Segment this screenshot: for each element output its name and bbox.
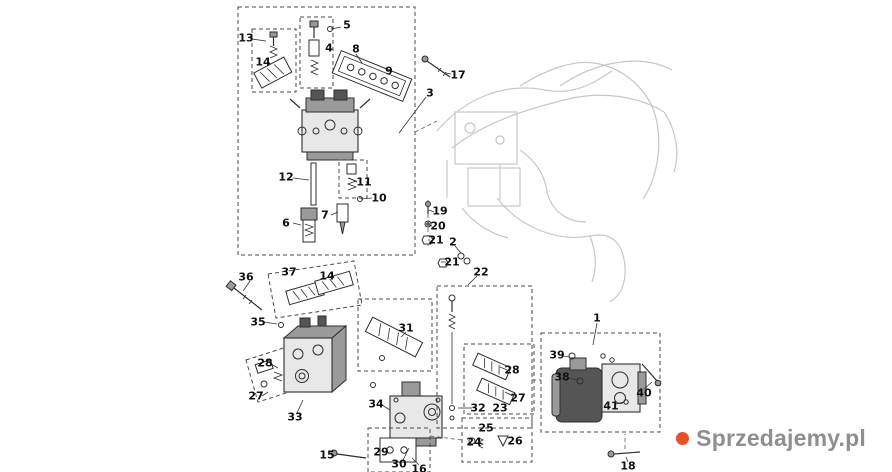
control-valve-kit-group xyxy=(237,6,416,256)
connector-2 xyxy=(457,252,471,265)
seal-plate-37 xyxy=(285,280,325,306)
callout-12: 12 xyxy=(278,170,294,184)
callout-37: 37 xyxy=(281,265,297,279)
seal-plate-14-top xyxy=(253,56,293,89)
seal-plate-27-right xyxy=(476,377,516,406)
watermark: Sprzedajemy.pl xyxy=(676,425,866,452)
stud-assembly-22 xyxy=(448,294,456,421)
callout-20: 20 xyxy=(430,219,446,233)
fasteners-19-20-21 xyxy=(421,200,449,268)
valve-section-kit-group xyxy=(436,285,533,429)
gear-pump xyxy=(601,363,647,413)
callout-27: 27 xyxy=(510,391,526,405)
bolt-36 xyxy=(225,280,263,311)
relief-valve-7 xyxy=(336,203,349,235)
seal-kit-group xyxy=(225,260,363,328)
callout-35: 35 xyxy=(250,315,266,329)
callout-39: 39 xyxy=(549,348,565,362)
fitting-39 xyxy=(568,352,576,360)
callout-4: 4 xyxy=(325,41,333,55)
callout-30: 30 xyxy=(391,457,407,471)
valve-cartridge-6 xyxy=(300,207,318,243)
end-cap-16 xyxy=(379,437,417,463)
fitting-38 xyxy=(576,377,584,385)
seat-26 xyxy=(497,435,509,448)
seal-kit-23-group xyxy=(463,343,535,415)
callout-1: 1 xyxy=(593,311,601,325)
callout-17: 17 xyxy=(450,68,466,82)
callout-26: 26 xyxy=(507,434,523,448)
gasket-plate-8-9 xyxy=(331,49,413,103)
callout-16: 16 xyxy=(411,462,427,472)
pump-motor xyxy=(551,357,603,423)
ball-31b xyxy=(370,382,376,388)
priority-valve-30 xyxy=(389,381,443,447)
callout-36: 36 xyxy=(238,270,254,284)
hydraulic-pump-group xyxy=(540,332,662,458)
callout-23: 23 xyxy=(492,401,508,415)
fitting-small-2 xyxy=(609,357,615,363)
callout-13: 13 xyxy=(238,31,254,45)
fitting-small-1 xyxy=(600,353,606,359)
gasket-plate-31-group xyxy=(357,298,433,388)
watermark-text: Sprzedajemy.pl xyxy=(696,425,866,451)
callout-8: 8 xyxy=(352,42,360,56)
callout-19: 19 xyxy=(432,204,448,218)
detent-kit-11 xyxy=(346,163,358,191)
ball-24 xyxy=(468,437,476,445)
callout-15: 15 xyxy=(319,448,335,462)
callout-33: 33 xyxy=(287,410,303,424)
callout-28: 28 xyxy=(504,363,520,377)
callout-14: 14 xyxy=(255,55,271,69)
end-cap-kit-group xyxy=(330,427,431,472)
callout-21: 21 xyxy=(444,255,460,269)
spring-25 xyxy=(478,437,484,449)
callout-10: 10 xyxy=(371,191,387,205)
callout-3: 3 xyxy=(426,86,434,100)
watermark-logo-dot xyxy=(676,432,690,445)
callout-32: 32 xyxy=(470,401,486,415)
valve-block-33-group xyxy=(245,315,348,403)
main-control-valve xyxy=(289,89,371,161)
callout-27: 27 xyxy=(248,389,264,403)
seal-plate-14-mid xyxy=(314,270,354,296)
gasket-plate-31 xyxy=(364,316,424,358)
callout-18: 18 xyxy=(620,459,636,472)
leader-lines xyxy=(242,26,653,466)
callout-40: 40 xyxy=(636,386,652,400)
callout-2: 2 xyxy=(449,235,457,249)
callout-31: 31 xyxy=(398,321,414,335)
ball-31 xyxy=(379,355,385,361)
callout-11: 11 xyxy=(356,175,372,189)
callout-6: 6 xyxy=(282,216,290,230)
check-valve-kit-group xyxy=(461,417,533,463)
callout-24: 24 xyxy=(466,435,482,449)
connector-lines xyxy=(414,120,541,441)
bolt-17 xyxy=(421,55,451,78)
valve-block-33 xyxy=(282,315,348,394)
callout-9: 9 xyxy=(385,64,393,78)
bolt-40 xyxy=(641,363,662,387)
callout-25: 25 xyxy=(478,421,494,435)
callout-41: 41 xyxy=(603,399,619,413)
seal-plate-28-right xyxy=(472,352,512,381)
callout-5: 5 xyxy=(343,18,351,32)
bolt-15 xyxy=(330,449,367,459)
priority-valve-group xyxy=(389,381,443,447)
callout-21: 21 xyxy=(428,233,444,247)
ghost-tractor-hydraulics xyxy=(436,60,678,303)
bolt-18 xyxy=(607,434,641,458)
valve-parts-4 xyxy=(308,20,320,76)
valve-cartridge-13 xyxy=(268,31,279,59)
ball-35 xyxy=(278,322,284,328)
callout-34: 34 xyxy=(368,397,384,411)
callout-7: 7 xyxy=(321,208,329,222)
callout-22: 22 xyxy=(473,265,489,279)
spool-12 xyxy=(310,162,317,206)
callout-28: 28 xyxy=(257,356,273,370)
callout-38: 38 xyxy=(554,370,570,384)
callout-14: 14 xyxy=(319,269,335,283)
callout-29: 29 xyxy=(373,445,389,459)
